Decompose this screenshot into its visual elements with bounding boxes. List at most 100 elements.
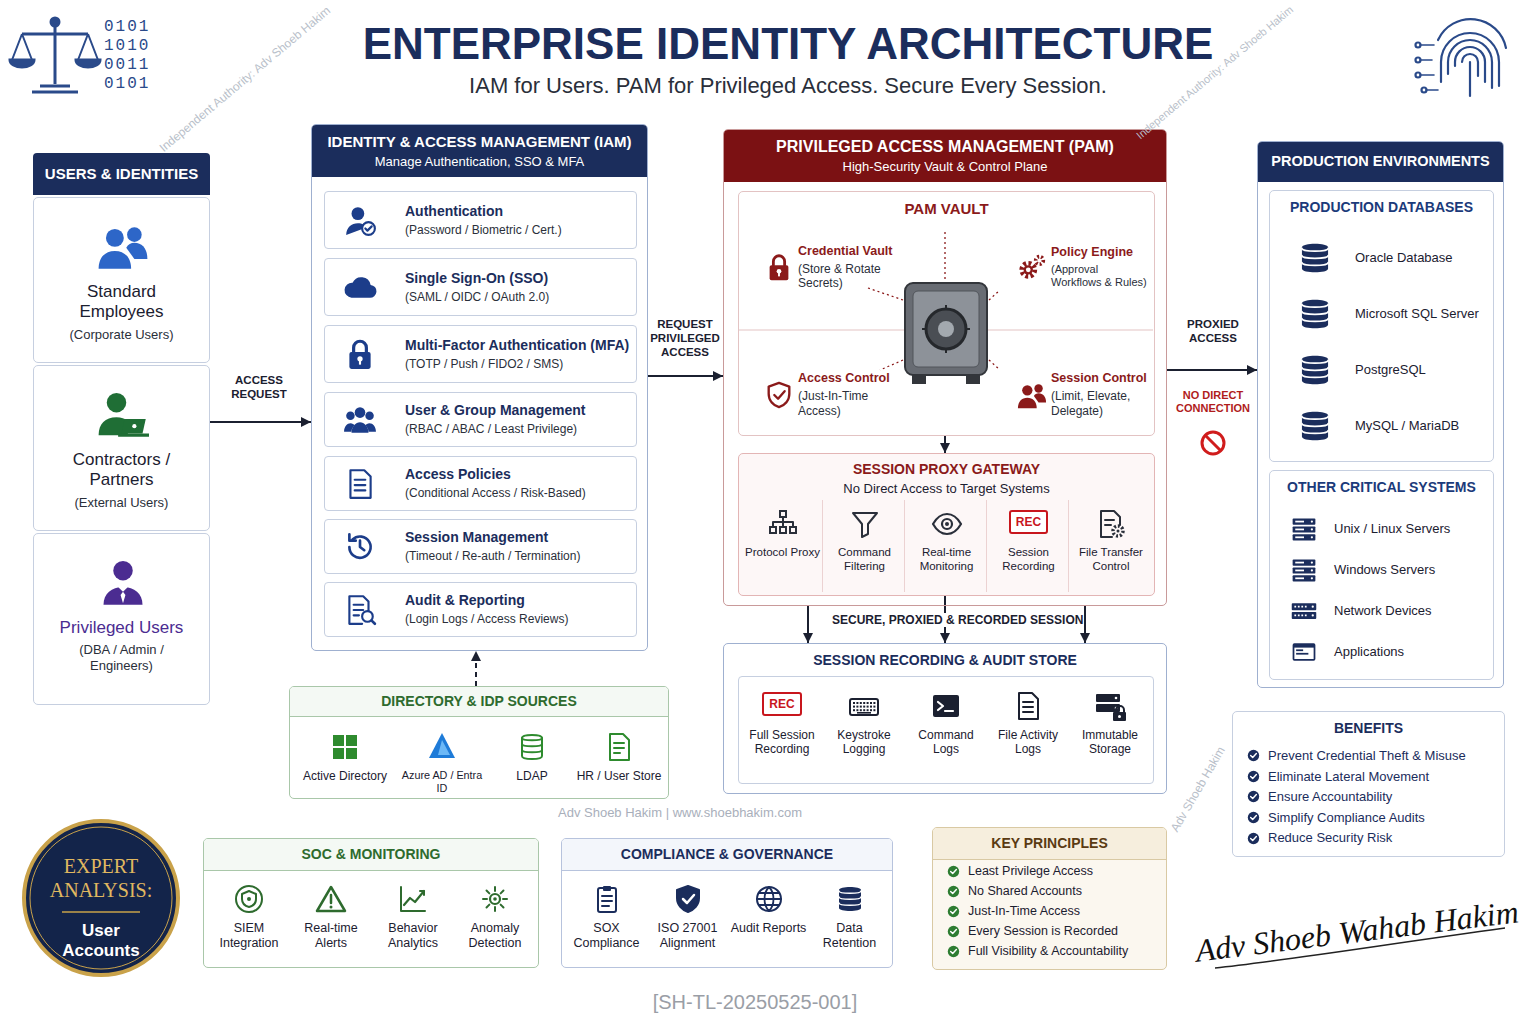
panel-header: PRODUCTION ENVIRONMENTS bbox=[1258, 142, 1503, 182]
icon-app bbox=[1293, 643, 1316, 661]
box-header: SOC & MONITORING bbox=[204, 839, 538, 871]
icon-part bbox=[853, 706, 855, 708]
icon-part bbox=[501, 905, 504, 908]
binary-code: 0011 bbox=[104, 56, 164, 75]
icon bbox=[97, 556, 149, 608]
item-text: Behavior Analytics bbox=[374, 875, 452, 965]
node-title: SESSION PROXY GATEWAY bbox=[745, 461, 1148, 478]
database: MySQL / MariaDB bbox=[1278, 401, 1487, 451]
connector bbox=[648, 375, 723, 377]
node-title: Azure AD / Entra ID bbox=[396, 769, 488, 795]
icon-db bbox=[1302, 412, 1328, 441]
box-header: PRODUCTION DATABASES bbox=[1270, 191, 1493, 220]
icon-term bbox=[933, 695, 959, 717]
icon-part bbox=[1113, 526, 1123, 536]
icon-part bbox=[951, 909, 957, 913]
user-card: Standard Employees(Corporate Users) bbox=[33, 197, 210, 363]
panel-header: IDENTITY & ACCESS MANAGEMENT (IAM)Manage… bbox=[312, 125, 647, 177]
icon bbox=[479, 883, 511, 915]
box-header: OTHER CRITICAL SYSTEMS bbox=[1270, 471, 1493, 500]
icon bbox=[1017, 380, 1047, 410]
icon-part bbox=[103, 587, 142, 605]
node-title: PRODUCTION ENVIRONMENTS bbox=[1264, 153, 1497, 170]
node-text: (Store & Rotate Secrets) bbox=[798, 262, 898, 291]
icon-ck bbox=[1248, 750, 1259, 761]
icon-part bbox=[372, 620, 375, 623]
icon bbox=[315, 883, 347, 915]
audit-record: Immutable Storage bbox=[1070, 682, 1150, 780]
icon-laptop bbox=[98, 393, 148, 437]
icon-part bbox=[602, 896, 612, 906]
rec-badge: REC bbox=[762, 692, 801, 716]
prohibition-ring bbox=[1202, 432, 1224, 454]
icon-part bbox=[1294, 615, 1296, 617]
icon bbox=[1296, 407, 1334, 445]
icon-part bbox=[1295, 521, 1304, 523]
icon-part bbox=[863, 706, 865, 708]
icon-lock bbox=[770, 256, 789, 280]
icon-part bbox=[1312, 605, 1314, 607]
icon-part bbox=[1024, 265, 1033, 274]
node-title: PAM VAULT bbox=[745, 200, 1148, 218]
compliance-item: Audit Reports bbox=[728, 875, 809, 965]
node-title: Authentication bbox=[405, 203, 632, 220]
circuit-dot bbox=[1416, 43, 1421, 48]
node-text: (Limit, Elevate, Delegate) bbox=[1051, 389, 1149, 418]
icon-part bbox=[839, 887, 861, 911]
node-title: Session Management bbox=[405, 529, 632, 546]
icon-part bbox=[683, 895, 694, 903]
soc-box: SIEM IntegrationReal-time AlertsBehavior… bbox=[203, 838, 539, 968]
node-text: (Approval Workflows & Rules) bbox=[1051, 263, 1149, 289]
icon bbox=[343, 203, 377, 237]
audit-record: File Activity Logs bbox=[988, 682, 1068, 780]
icon-part bbox=[778, 272, 780, 277]
vault-function: Session Control(Limit, Elevate, Delegate… bbox=[1005, 362, 1153, 427]
directory-source: Active Directory bbox=[298, 723, 392, 795]
icon-part bbox=[773, 517, 793, 527]
icon-part bbox=[522, 735, 542, 759]
directory-source: LDAP bbox=[492, 723, 572, 795]
icon-part bbox=[1248, 791, 1259, 802]
icon-part bbox=[1295, 529, 1304, 531]
prohibition-bar bbox=[1205, 435, 1221, 451]
icon-part bbox=[774, 391, 784, 399]
icon bbox=[97, 220, 149, 272]
icon bbox=[834, 883, 866, 915]
icon-part bbox=[614, 743, 624, 753]
icon-part bbox=[863, 702, 865, 704]
node-title: SOC & MONITORING bbox=[210, 846, 532, 863]
icon bbox=[672, 883, 704, 915]
icon-part bbox=[856, 706, 858, 708]
gateway-feature: RECSession Recording bbox=[989, 500, 1069, 592]
node-title: LDAP bbox=[516, 769, 547, 783]
icon-part bbox=[1296, 653, 1308, 655]
node-title: Policy Engine bbox=[1051, 245, 1149, 260]
icon-db bbox=[1302, 244, 1328, 273]
icon-part bbox=[933, 514, 961, 534]
binary-code: 1010 bbox=[104, 37, 164, 56]
icon bbox=[1290, 638, 1318, 666]
icon-part bbox=[362, 222, 375, 235]
icon-part bbox=[1294, 606, 1296, 608]
icon bbox=[764, 252, 794, 282]
reference-code: [SH-TL-20250525-001] bbox=[555, 990, 955, 1014]
list-item: Simplify Compliance Audits bbox=[1268, 810, 1425, 826]
circuit-lines bbox=[1420, 45, 1438, 90]
node-title: Privileged Users bbox=[60, 618, 184, 638]
card-text: Contractors / Partners(External Users) bbox=[34, 450, 209, 510]
icon bbox=[1290, 515, 1318, 543]
compliance-box: SOX ComplianceISO 27001 AlignmentAudit R… bbox=[561, 838, 893, 968]
icon bbox=[343, 403, 377, 437]
subtitle: IAM for Users. PAM for Privileged Access… bbox=[288, 73, 1288, 99]
list-header: BENEFITS bbox=[1233, 712, 1504, 744]
icon bbox=[753, 883, 785, 915]
icon-part bbox=[873, 702, 875, 704]
icon-part bbox=[1302, 305, 1328, 322]
icon-part bbox=[121, 419, 145, 434]
icon bbox=[343, 337, 377, 371]
critical-system: Network Devices bbox=[1278, 593, 1487, 629]
item-text: RECFull Session Recording bbox=[744, 682, 820, 780]
row-text: Session Control(Limit, Elevate, Delegate… bbox=[1051, 362, 1149, 427]
check-icon bbox=[947, 865, 960, 878]
check-icon bbox=[947, 925, 960, 938]
